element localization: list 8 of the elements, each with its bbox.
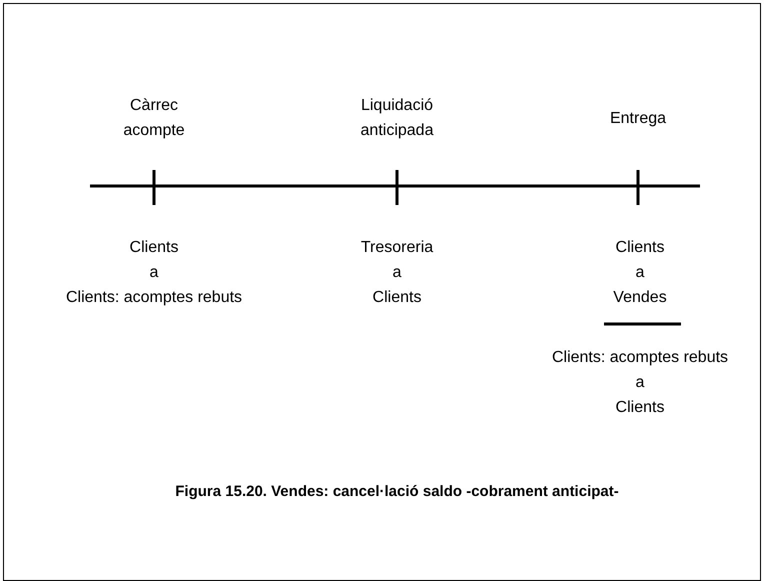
event-label: Càrrec acompte [123,96,185,141]
figure-caption: Figura 15.20. Vendes: cancel·lació saldo -cobrament anticipat- [175,483,619,500]
event-label: Entrega [610,109,666,129]
journal-entry: Clients: acomptes rebuts a Clients [552,348,728,418]
journal-entry: Clients a Vendes [613,238,667,308]
journal-entry: Clients a Clients: acomptes rebuts [66,238,242,308]
event-label: Liquidació anticipada [360,96,434,141]
journal-entry: Tresoreria a Clients [360,238,434,308]
